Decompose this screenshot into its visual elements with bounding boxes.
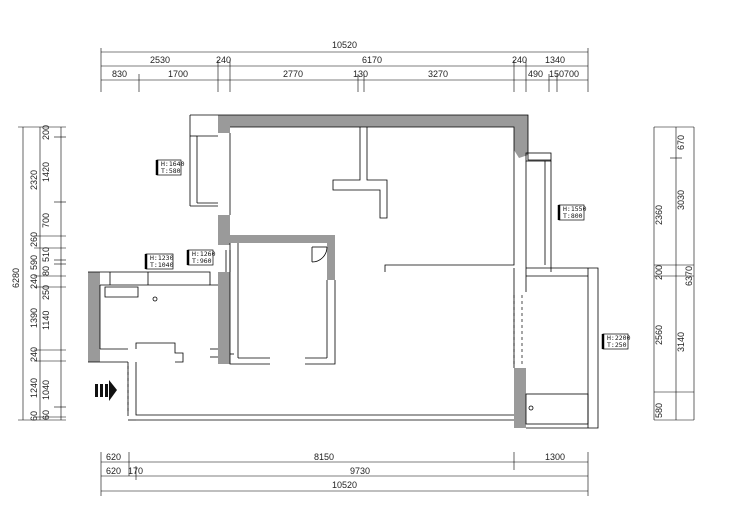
window-tag-2: H:1230 T:1040 (144, 253, 174, 270)
dim-top-r2-4: 3270 (428, 69, 448, 79)
dim-left-r2-0: 200 (41, 125, 51, 140)
dim-left-r2-4: 80 (41, 266, 51, 276)
dim-top-r2-3: 130 (353, 69, 368, 79)
dim-top-r1-2: 6170 (362, 55, 382, 65)
dim-right-r1-0: 2360 (654, 205, 664, 225)
dim-left-r2-8: 60 (41, 410, 51, 420)
dim-top-r1-3: 240 (512, 55, 527, 65)
dim-bot-total: 10520 (332, 480, 357, 490)
window-tag-3-t: T:960 (192, 257, 212, 265)
dim-left-r1-6: 1240 (29, 378, 39, 398)
dim-right-r1-1: 200 (654, 265, 664, 280)
walls (88, 115, 528, 428)
dim-bot-r1-0: 620 (106, 452, 121, 462)
dim-bot-r1-2: 1300 (545, 452, 565, 462)
dim-top-r2-7: 700 (564, 69, 579, 79)
dim-top-r2-1: 1700 (168, 69, 188, 79)
window-tag-3-h: H:1260 (192, 250, 216, 258)
window-tag-5-h: H:2200 (607, 334, 631, 342)
dim-right-r2-2: 3140 (676, 332, 686, 352)
top-dimensions: 10520 2530 240 6170 240 1340 830 1700 27… (100, 40, 589, 92)
dim-top-r1-0: 2530 (150, 55, 170, 65)
openings (127, 295, 523, 414)
right-dimensions: 2360 200 2560 580 670 3030 3140 6370 (653, 126, 695, 421)
dim-left-r2-1: 1420 (41, 162, 51, 182)
window-tag-1-h: H:1640 (161, 160, 185, 168)
dim-left-r2-7: 1040 (41, 380, 51, 400)
dim-left-r1-2: 590 (29, 255, 39, 270)
dim-right-r1-2: 2560 (654, 325, 664, 345)
window-tag-5: H:2200 T:250 (601, 333, 631, 350)
window-tag-2-t: T:1040 (150, 261, 174, 269)
dim-left-r1-1: 260 (29, 232, 39, 247)
dim-left-r1-3: 240 (29, 274, 39, 289)
dim-top-r1-1: 240 (216, 55, 231, 65)
dim-top-total: 10520 (332, 40, 357, 50)
dim-bot-r2-0: 620 (106, 466, 121, 476)
dim-left-r2-3: 510 (41, 247, 51, 262)
bottom-dimensions: 620 8150 1300 620 170 9730 10520 (100, 452, 589, 496)
window-tag-1-t: T:580 (161, 167, 181, 175)
dim-left-r1-0: 2320 (29, 170, 39, 190)
window-tag-4: H:1550 T:800 (557, 204, 587, 221)
dim-top-r2-2: 2770 (283, 69, 303, 79)
dim-right-total: 6370 (684, 266, 694, 286)
dim-top-r2-5: 490 (528, 69, 543, 79)
dim-left-r1-7: 60 (29, 411, 39, 421)
left-dimensions: 6280 2320 260 590 240 1390 240 1240 60 2… (11, 125, 66, 421)
dim-left-total: 6280 (11, 268, 21, 288)
window-tag-2-h: H:1230 (150, 254, 174, 262)
window-tag-4-h: H:1550 (563, 205, 587, 213)
dim-left-r1-4: 1390 (29, 308, 39, 328)
window-tag-5-t: T:250 (607, 341, 627, 349)
dim-top-r2-0: 830 (112, 69, 127, 79)
dim-left-r1-5: 240 (29, 347, 39, 362)
wall-outlines (88, 114, 599, 429)
dim-left-r2-6: 1140 (41, 311, 51, 330)
dim-right-r2-0: 670 (676, 135, 686, 150)
dim-bot-r2-1: 170 (128, 466, 143, 476)
dim-top-r1-4: 1340 (545, 55, 565, 65)
dim-left-r2-2: 700 (41, 213, 51, 228)
dim-top-r2-6: 150 (549, 69, 564, 79)
window-tag-1: H:1640 T:580 (155, 159, 185, 176)
window-tag-3: H:1260 T:960 (186, 249, 216, 266)
dim-bot-r1-1: 8150 (314, 452, 334, 462)
dim-right-r2-1: 3030 (676, 190, 686, 210)
dim-left-r2-5: 250 (41, 285, 51, 300)
dim-bot-r2-2: 9730 (350, 466, 370, 476)
window-tag-4-t: T:800 (563, 212, 583, 220)
dim-right-r1-3: 580 (654, 403, 664, 418)
entrance-arrow-icon (95, 380, 117, 401)
